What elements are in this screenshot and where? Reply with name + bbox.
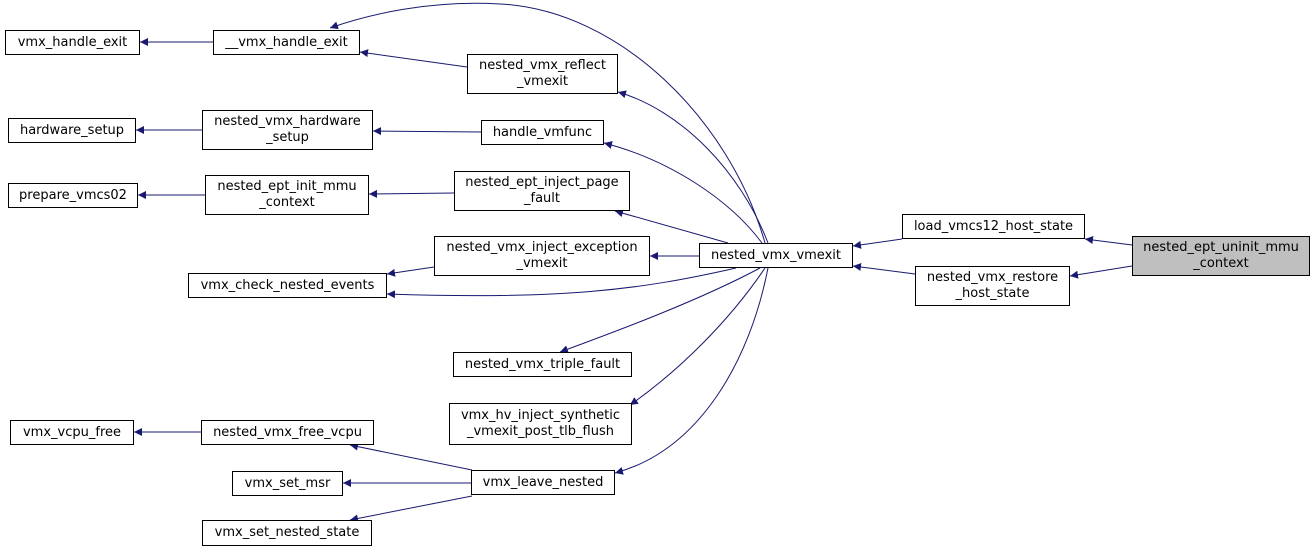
node-nested-vmx-reflect-vmexit[interactable]: nested_vmx_reflect_vmexit: [467, 54, 618, 94]
node-label-line: nested_vmx_hardware: [214, 114, 361, 129]
node-label-line: _context: [259, 195, 315, 210]
edge-nested_vmx_free_vcpu-vmx_leave_nested: [349, 442, 473, 471]
node-label-line: _vmexit: [516, 256, 568, 271]
edge-nested_vmx_vmexit-nested_vmx_restore_host_state: [852, 263, 916, 275]
node-label-line: vmx_vcpu_free: [22, 424, 121, 440]
node-nested-vmx-triple-fault[interactable]: nested_vmx_triple_fault: [453, 352, 632, 377]
node-label-line: prepare_vmcs02: [19, 187, 127, 203]
node-vmx-handle-exit[interactable]: vmx_handle_exit: [5, 30, 140, 55]
node-label-line: __vmx_handle_exit: [225, 34, 348, 50]
edge-nested_vmx_hardware_setup-handle_vmfunc: [372, 127, 482, 136]
node-nested-vmx-vmexit[interactable]: nested_vmx_vmexit: [699, 243, 853, 268]
edge-__vmx_handle_exit-nested_vmx_vmexit: [329, 2, 766, 244]
node-label-line: nested_ept_inject_page: [465, 175, 619, 190]
edge-vmx_hv_inject_synthetic-nested_vmx_vmexit: [629, 267, 766, 406]
edge-load_vmcs12_host_state-nested_ept_uninit_mmu_context: [1084, 236, 1133, 246]
edge-vmx_check_nested_events-nested_vmx_vmexit: [386, 267, 737, 299]
node-label-line: vmx_set_nested_state: [214, 525, 360, 540]
node-vmx-leave-nested[interactable]: vmx_leave_nested: [471, 470, 615, 495]
node-label-line: nested_vmx_triple_fault: [464, 356, 621, 372]
node-label-line: _vmexit_post_tlb_flush: [466, 424, 614, 439]
node-nested-vmx-inject-exception-vmexit[interactable]: nested_vmx_inject_exception_vmexit: [434, 236, 650, 276]
node---vmx-handle-exit[interactable]: __vmx_handle_exit: [213, 30, 360, 55]
edge-nested_vmx_reflect_vmexit-nested_vmx_vmexit: [617, 90, 769, 244]
node-label-line: vmx_check_nested_events: [200, 277, 375, 293]
node-label-line: hardware_setup: [19, 122, 125, 138]
edge-nested_ept_init_mmu_context-nested_ept_inject_page_fault: [368, 189, 455, 198]
node-vmx-set-nested-state[interactable]: vmx_set_nested_state: [202, 520, 372, 546]
node-nested-ept-uninit-mmu-context: nested_ept_uninit_mmu_context: [1132, 236, 1310, 276]
edge-vmx_check_nested_events-nested_vmx_inject_exception_vmexit: [386, 266, 435, 277]
node-vmx-check-nested-events[interactable]: vmx_check_nested_events: [188, 273, 387, 298]
node-prepare-vmcs02[interactable]: prepare_vmcs02: [8, 183, 138, 208]
node-label-line: vmx_hv_inject_synthetic: [460, 408, 621, 423]
edge-handle_vmfunc-nested_vmx_vmexit: [603, 141, 763, 244]
node-label-line: _host_state: [955, 286, 1030, 301]
node-label-line: vmx_handle_exit: [17, 34, 128, 50]
node-label-line: handle_vmfunc: [492, 124, 593, 140]
node-vmx-hv-inject-synthetic-vmexit-post-tlb-flush[interactable]: vmx_hv_inject_synthetic_vmexit_post_tlb_…: [449, 403, 632, 445]
node-label-line: vmx_leave_nested: [482, 474, 604, 490]
edge-nested_vmx_triple_fault-nested_vmx_vmexit: [559, 267, 761, 354]
node-handle-vmfunc[interactable]: handle_vmfunc: [481, 120, 604, 145]
edge-nested_vmx_restore_host_state-nested_ept_uninit_mmu_context: [1069, 265, 1133, 279]
edge-nested_vmx_reflect_vmexit-__vmx_handle_exit: [359, 49, 468, 68]
node-label-line: nested_vmx_vmexit: [711, 247, 841, 263]
node-vmx-set-msr[interactable]: vmx_set_msr: [232, 471, 343, 496]
edge-vmx_set_nested_state-vmx_leave_nested: [349, 495, 473, 523]
node-label-line: _vmexit: [516, 74, 569, 89]
node-hardware-setup[interactable]: hardware_setup: [8, 118, 136, 143]
node-label-line: nested_vmx_inject_exception: [446, 240, 638, 255]
node-label-line: _setup: [266, 130, 309, 145]
node-label-line: nested_ept_init_mmu: [217, 179, 357, 194]
node-label-line: vmx_set_msr: [244, 475, 331, 491]
node-nested-ept-inject-page-fault[interactable]: nested_ept_inject_page_fault: [454, 171, 630, 211]
node-label-line: load_vmcs12_host_state: [913, 218, 1074, 234]
node-label-line: nested_vmx_free_vcpu: [213, 424, 362, 440]
node-nested-vmx-hardware-setup[interactable]: nested_vmx_hardware_setup: [202, 110, 373, 150]
node-load-vmcs12-host-state[interactable]: load_vmcs12_host_state: [902, 214, 1085, 239]
node-nested-vmx-restore-host-state[interactable]: nested_vmx_restore_host_state: [915, 266, 1070, 306]
edge-vmx_leave_nested-nested_vmx_vmexit: [614, 267, 769, 475]
node-label-line: nested_vmx_restore: [926, 270, 1059, 285]
node-nested-vmx-free-vcpu[interactable]: nested_vmx_free_vcpu: [201, 420, 374, 445]
node-vmx-vcpu-free[interactable]: vmx_vcpu_free: [10, 420, 134, 445]
edge-nested_vmx_vmexit-load_vmcs12_host_state: [852, 238, 903, 249]
node-label-line: nested_vmx_reflect: [479, 58, 606, 73]
node-label-line: _fault: [524, 191, 560, 206]
node-label-line: nested_ept_uninit_mmu: [1143, 240, 1299, 255]
edge-nested_ept_inject_page_fault-nested_vmx_vmexit: [614, 209, 729, 244]
node-label-line: _context: [1193, 256, 1249, 271]
node-nested-ept-init-mmu-context[interactable]: nested_ept_init_mmu_context: [205, 175, 369, 215]
